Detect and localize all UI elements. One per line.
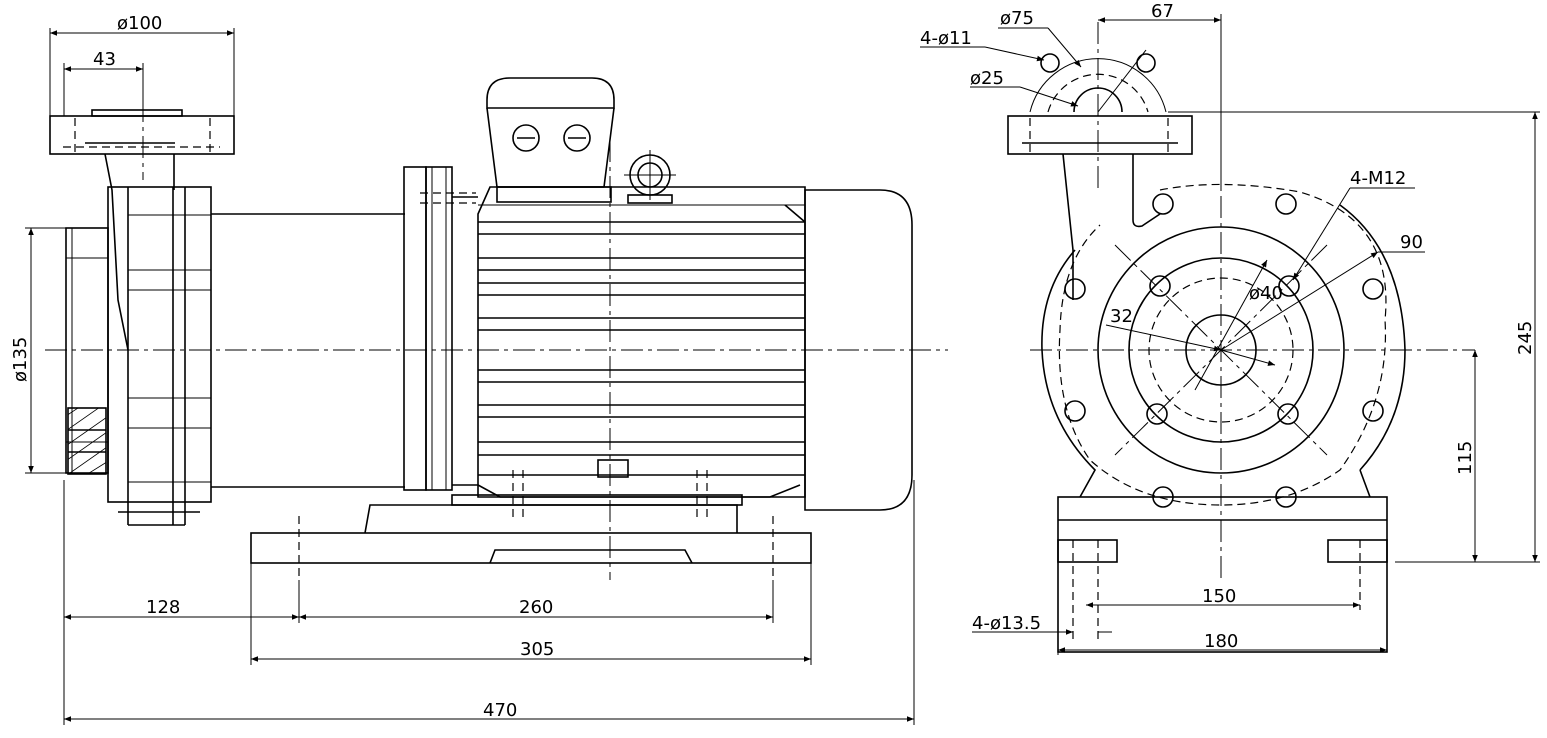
end-base — [1057, 496, 1388, 653]
coupling-barrel — [211, 213, 405, 488]
base-frame — [250, 470, 812, 580]
dim-foot-spacing: 260 — [519, 597, 553, 618]
motor-body — [477, 140, 806, 580]
dim-tapped-holes: 4-M12 — [1350, 168, 1406, 189]
side-view: ø100 43 ø135 128 260 305 470 — [10, 13, 948, 725]
dim-inlet-flange-dia: ø100 — [117, 13, 162, 34]
dim-center-height: 115 — [1455, 441, 1476, 475]
dim-flange-holes: 4-ø11 — [920, 28, 972, 49]
dim-base-width: 180 — [1204, 631, 1238, 652]
side-dimensions: ø100 43 ø135 128 260 305 470 — [10, 13, 915, 725]
end-inlet-flange — [1007, 49, 1193, 300]
end-casing — [1041, 183, 1406, 508]
fan-cover — [804, 189, 913, 511]
terminal-box — [486, 77, 676, 204]
dim-to-foot: 128 — [146, 597, 180, 618]
motor-flange — [403, 166, 478, 491]
end-dimensions: 67 ø75 4-ø11 ø25 4-M12 90 ø40 32 245 — [920, 1, 1540, 655]
dim-base-length: 305 — [520, 639, 554, 660]
dim-total-height: 245 — [1515, 321, 1536, 355]
dim-foot-holes: 4-ø13.5 — [972, 613, 1041, 634]
dim-center-offset: 67 — [1151, 1, 1174, 22]
inlet-flange — [49, 100, 235, 351]
dim-r-32: 32 — [1110, 306, 1133, 327]
dim-inlet-offset: 43 — [93, 49, 116, 70]
dim-outlet-dia: ø135 — [10, 337, 31, 382]
dim-pcd-90: 90 — [1400, 232, 1423, 253]
end-view: 67 ø75 4-ø11 ø25 4-M12 90 ø40 32 245 — [920, 1, 1540, 655]
dim-foot-hole-spacing: 150 — [1202, 586, 1236, 607]
dim-flange-pcd: ø75 — [1000, 8, 1034, 29]
dim-flange-bore: ø25 — [970, 68, 1004, 89]
dim-overall-length: 470 — [483, 700, 517, 721]
pump-casing — [65, 186, 212, 526]
dim-dia-40: ø40 — [1249, 283, 1283, 304]
